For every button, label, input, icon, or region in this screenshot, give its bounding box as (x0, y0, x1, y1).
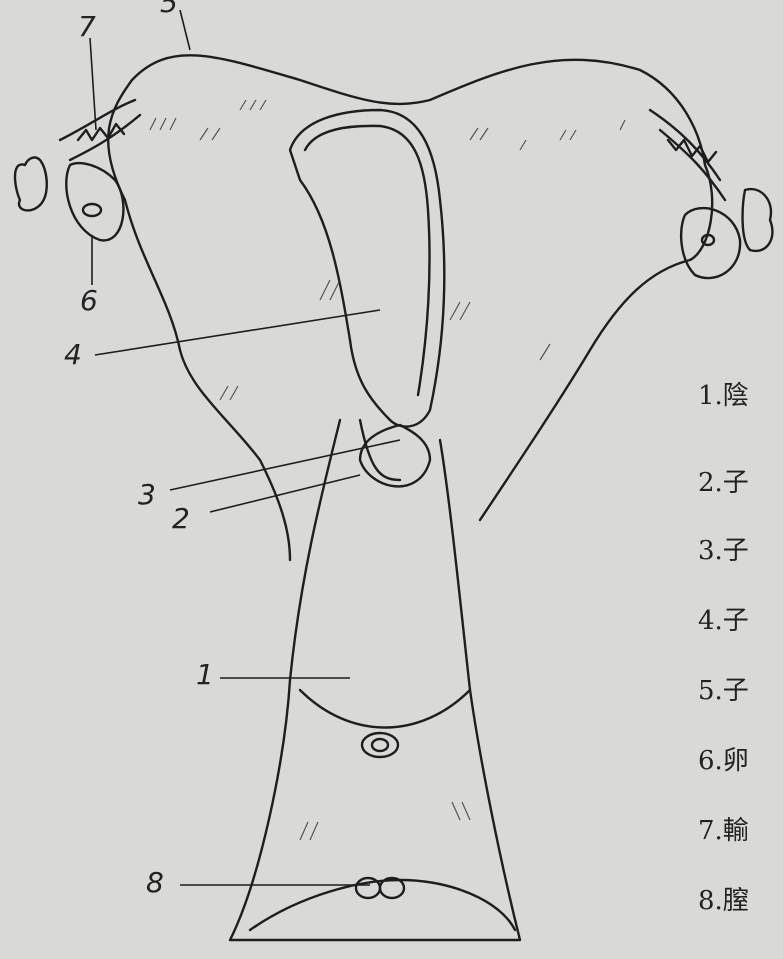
callout-label-2: 2 (172, 502, 190, 535)
callout-label-8: 8 (146, 866, 164, 899)
callout-line-5 (180, 10, 190, 50)
left-tube (60, 100, 140, 160)
left-fimbria (15, 158, 47, 211)
callout-line-7 (90, 38, 96, 130)
legend-item-6: 6.卵 (698, 740, 749, 777)
callout-line-3 (170, 440, 400, 490)
callout-label-1: 1 (196, 658, 214, 691)
legend-item-5: 5.子 (698, 670, 749, 707)
legend-item-1: 1.陰 (698, 375, 749, 412)
callout-line-4 (95, 310, 380, 355)
callout-label-5: 5 (160, 0, 178, 19)
legend-item-2: 2.子 (698, 462, 749, 499)
legend-item-8: 8.膣 (698, 880, 749, 917)
callout-line-2 (210, 475, 360, 512)
legend-item-4: 4.子 (698, 600, 749, 637)
legend-item-3: 3.子 (698, 530, 749, 567)
legend-item-7: 7.輸 (698, 810, 749, 847)
right-fimbria (743, 189, 773, 251)
callout-label-4: 4 (64, 338, 82, 371)
callout-label-6: 6 (80, 284, 98, 317)
callout-label-7: 7 (78, 10, 96, 43)
right-tube (650, 110, 725, 200)
callout-label-3: 3 (138, 478, 156, 511)
vagina-outline (230, 420, 520, 940)
